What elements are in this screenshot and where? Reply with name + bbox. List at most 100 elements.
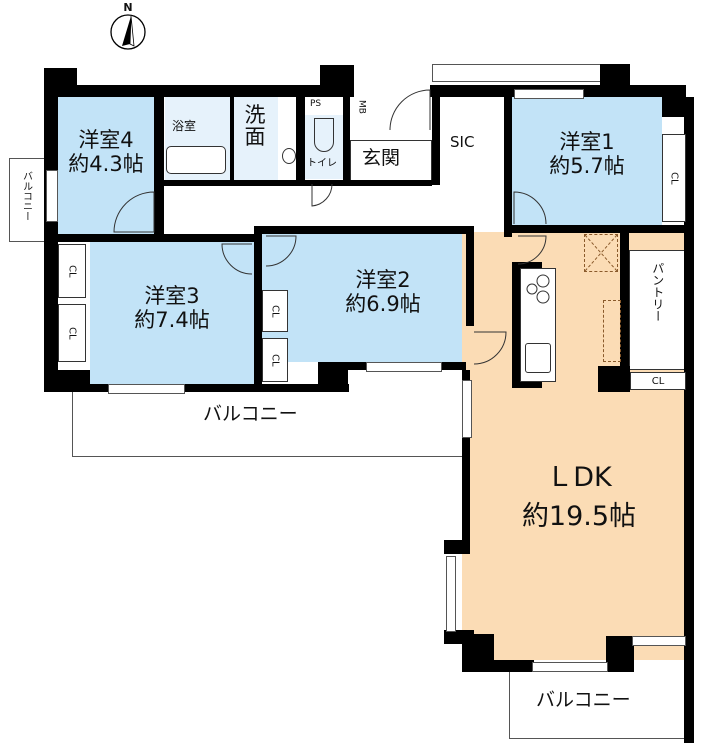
window: [632, 636, 686, 646]
room-washroom-label: 洗面: [240, 104, 270, 148]
toilet-icon: [314, 118, 334, 152]
room-name: 洋室3: [144, 284, 200, 308]
wall: [620, 232, 629, 378]
wall: [432, 85, 440, 185]
bathtub-icon: [166, 146, 226, 174]
door-ldk[interactable]: [472, 330, 508, 366]
closet-western-1[interactable]: CL: [662, 134, 686, 222]
wall: [512, 225, 686, 233]
wall: [444, 540, 470, 554]
room-sic-label: SIC: [450, 133, 475, 151]
door-front-entrance[interactable]: [388, 88, 432, 132]
compass-icon: [110, 14, 146, 50]
window: [462, 380, 472, 438]
balcony-south: バルコニー: [72, 380, 466, 457]
wall: [462, 370, 470, 540]
wall: [620, 85, 686, 97]
fridge-space: [603, 300, 621, 362]
room-entrance-label: 玄関: [362, 147, 401, 169]
room-area: 約4.3帖: [68, 152, 144, 177]
wall: [318, 362, 348, 392]
wall: [512, 262, 542, 268]
wall: [684, 97, 694, 743]
window: [46, 170, 58, 222]
closet-label: CL: [668, 171, 680, 185]
wall: [494, 660, 534, 672]
room-western-2-label: 洋室2 約6.9帖: [300, 268, 466, 316]
wall: [512, 382, 542, 388]
closet-label: CL: [66, 326, 78, 340]
ps-label: PS: [308, 99, 324, 110]
room-area: 約6.9帖: [345, 292, 421, 317]
door-western-3[interactable]: [220, 242, 254, 276]
room-name: ＬDK: [546, 462, 612, 493]
door-western-4[interactable]: [112, 190, 156, 234]
room-ldk-label: ＬDK 約19.5帖: [474, 458, 684, 536]
door-western-2[interactable]: [264, 234, 298, 268]
balcony-west: バルコニー: [9, 158, 47, 242]
closet-label: CL: [269, 353, 281, 367]
door-kitchen[interactable]: [516, 234, 548, 266]
balcony-north: [432, 64, 606, 82]
room-toilet-label: トイレ: [307, 158, 337, 169]
wall: [44, 384, 349, 392]
range-hood: [584, 234, 618, 272]
stove-icon: [526, 274, 550, 304]
room-western-3-label: 洋室3 約7.4帖: [90, 284, 254, 332]
closet-western-2-top[interactable]: CL: [262, 290, 288, 332]
room-sic[interactable]: [440, 97, 504, 179]
wall: [343, 97, 350, 182]
balcony-south-label: バルコニー: [203, 403, 298, 425]
window: [514, 89, 584, 99]
wall: [254, 226, 470, 234]
room-washroom[interactable]: [233, 97, 278, 180]
room-western-4[interactable]: [58, 97, 154, 234]
wall: [154, 97, 164, 234]
wall: [504, 97, 512, 237]
room-name: 洋室2: [355, 268, 411, 292]
closet-label: CL: [269, 304, 281, 318]
wall: [230, 97, 234, 182]
room-area: 約7.4帖: [134, 308, 210, 333]
room-area: 約5.7帖: [549, 154, 625, 179]
closet-ldk[interactable]: CL: [630, 372, 686, 390]
wash-basin-icon: [282, 148, 296, 164]
room-western-3[interactable]: [90, 242, 254, 384]
kitchen-counter[interactable]: [520, 268, 556, 382]
wall: [44, 234, 254, 242]
wall: [512, 262, 520, 388]
door-toilet[interactable]: [310, 182, 334, 208]
balcony-southeast-label: バルコニー: [536, 689, 631, 711]
closet-western-3-bottom[interactable]: CL: [58, 304, 86, 362]
balcony-west-label: バルコニー: [20, 171, 32, 221]
room-bath-label: 浴室: [172, 119, 197, 133]
wall: [296, 97, 305, 182]
balcony-southeast: バルコニー: [509, 662, 689, 739]
room-western-1[interactable]: [512, 97, 662, 225]
room-name: 洗面: [244, 103, 266, 150]
closet-western-4-top[interactable]: CL: [58, 244, 86, 298]
room-entrance[interactable]: [350, 140, 432, 182]
wall: [662, 97, 686, 117]
wall: [606, 636, 634, 672]
window: [532, 662, 608, 672]
wall: [44, 85, 354, 97]
compass-north-label: N: [123, 1, 133, 14]
window: [108, 384, 185, 394]
door-western-1[interactable]: [512, 190, 548, 226]
mb-label: MB: [356, 100, 367, 114]
compass: N: [108, 1, 148, 52]
closet-label: CL: [651, 375, 665, 387]
room-name: 洋室1: [559, 130, 615, 154]
wall: [462, 634, 494, 672]
wall: [254, 226, 262, 386]
window: [366, 362, 442, 372]
closet-label: CL: [66, 264, 78, 278]
closet-western-2-bottom[interactable]: CL: [262, 338, 288, 382]
sink-icon: [525, 343, 551, 373]
wall: [466, 226, 474, 326]
wall: [320, 65, 354, 97]
room-western-2[interactable]: [262, 232, 466, 362]
room-western-1-label: 洋室1 約5.7帖: [512, 130, 662, 178]
room-area: 約19.5帖: [521, 501, 637, 533]
